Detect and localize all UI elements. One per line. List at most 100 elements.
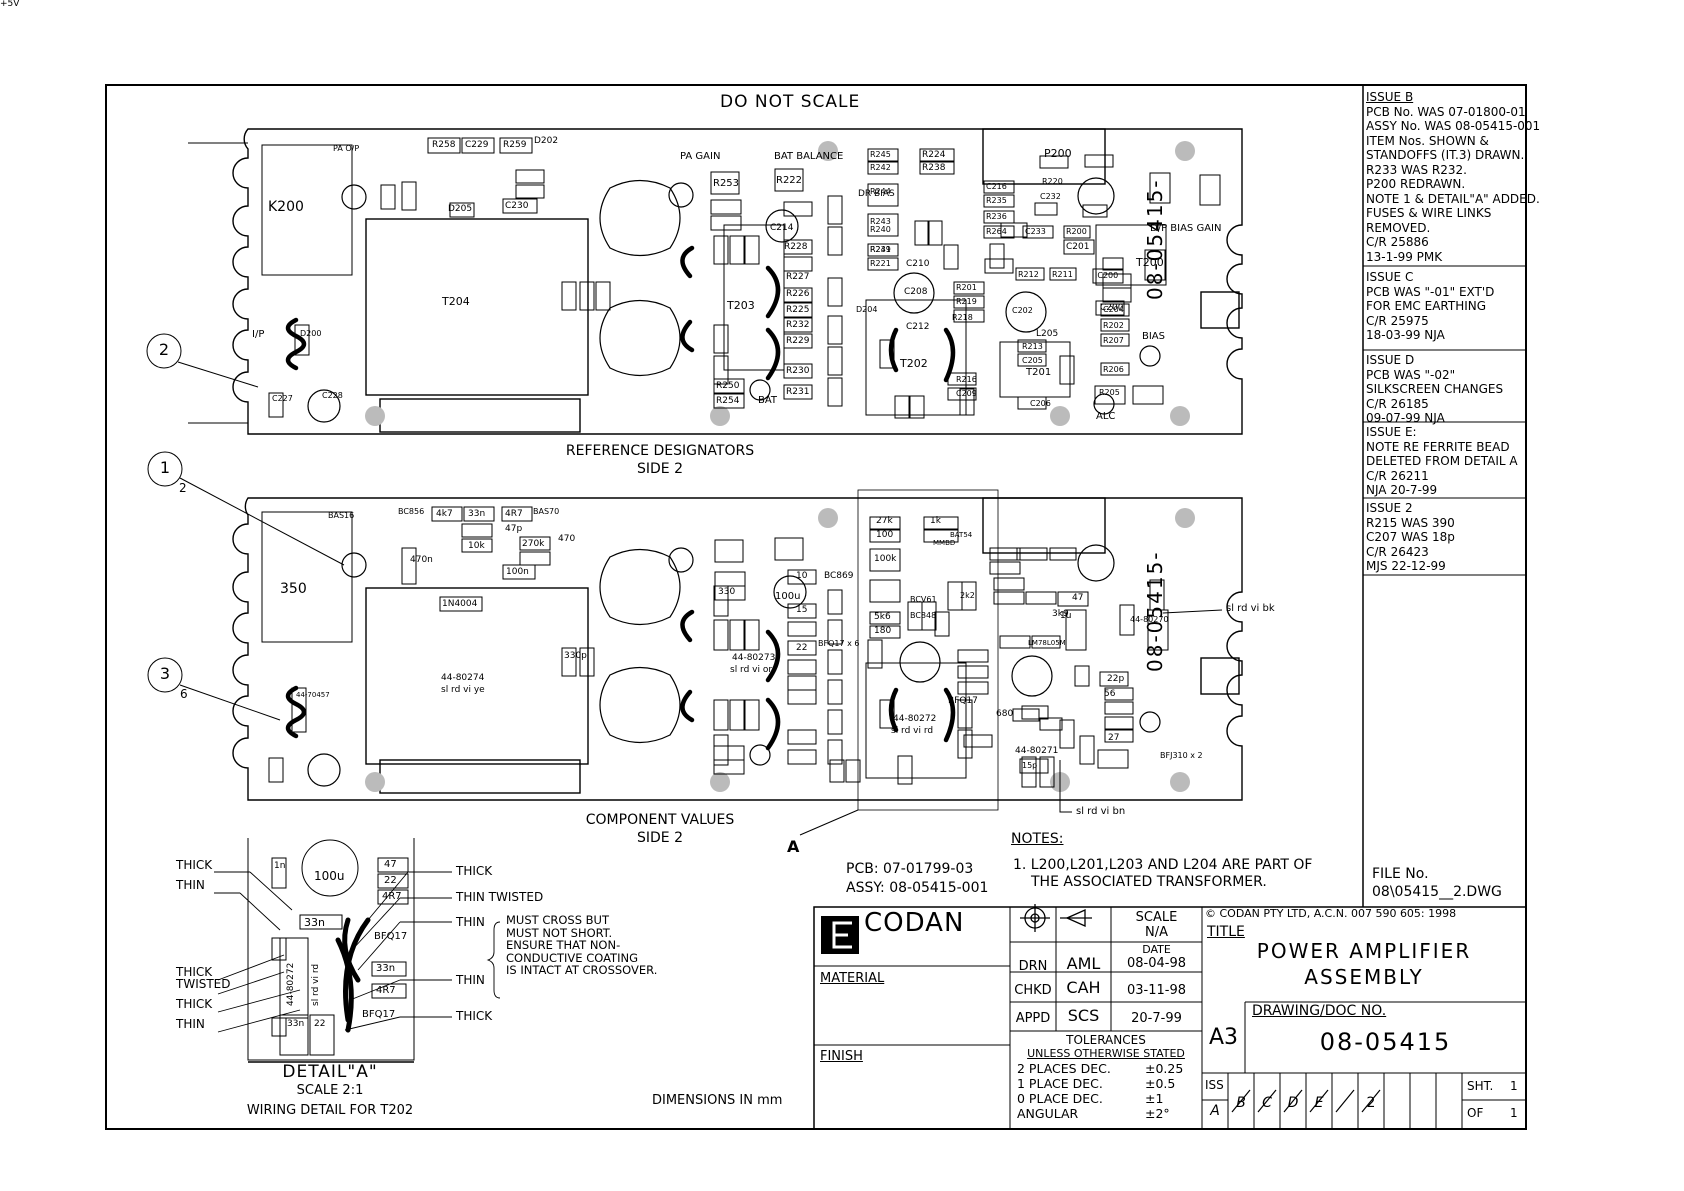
side-doc-number-top: 08-05415- [1143,178,1167,300]
tol-row-value: ±0.5 [1145,1076,1176,1091]
silkscreen-label: R218 [952,313,973,322]
revision-issue-c: ISSUE C PCB WAS "-01" EXT'D FOR EMC EART… [1366,270,1494,343]
issue-cell-current: 2 [1366,1095,1376,1111]
detail-a-marker: A [787,837,800,856]
detail-wire-label-left: THIN [176,878,205,892]
silkscreen-label: T202 [900,357,928,370]
silkscreen-label: R250 [716,381,740,391]
silkscreen-label: PA O/P [333,144,360,153]
revision-line: C/R 25975 [1366,313,1429,328]
detail-part-label: BFQ17 [362,1009,396,1020]
bottom-view-caption-line2: SIDE 2 [637,830,683,846]
revision-line: NOTE 1 & DETAIL"A" ADDED. [1366,191,1540,206]
component-value-label: 10k [468,541,485,551]
drawing-title-line2: ASSEMBLY [1304,965,1424,989]
revision-line: C/R 26423 [1366,544,1429,559]
silkscreen-label: IC200 [1095,271,1119,280]
silkscreen-label: R213 [1022,342,1043,351]
chkd-label: CHKD [1014,983,1052,998]
silkscreen-label: R207 [1103,336,1124,345]
revision-line: MJS 22-12-99 [1366,559,1446,573]
silkscreen-label: R228 [784,242,808,252]
detail-wire-label-right: THIN [456,973,485,987]
silkscreen-label: R220 [1042,177,1063,186]
component-value-label: MMBD [933,539,956,547]
detail-a-note-line: CONDUCTIVE COATING [506,950,638,965]
silkscreen-label: R226 [786,289,810,299]
component-value-label: 22 [796,643,808,653]
sheet-size: A3 [1208,1025,1239,1050]
silkscreen-label: R206 [1103,365,1124,374]
silkscreen-label: C212 [906,322,930,332]
balloon-1: 1 [159,458,171,477]
silkscreen-label: PA GAIN [680,151,721,162]
component-value-label: 44-80274 [441,673,485,683]
silkscreen-label: C228 [322,391,343,400]
component-value-label: 100u [775,591,801,602]
component-value-label: 330p [564,651,587,661]
tol-row-label: 0 PLACE DEC. [1017,1091,1103,1106]
component-value-label: 180 [874,626,892,636]
pcb-top-windings [285,245,956,383]
detail-a-note-line: ENSURE THAT NON- [506,938,621,952]
silkscreen-label: C210 [906,259,930,269]
detail-a-note: MUST CROSS BUT MUST NOT SHORT. ENSURE TH… [506,914,657,977]
silkscreen-label: C206 [1030,399,1051,408]
component-value-label: BC848 [910,611,937,620]
silkscreen-label: BAT [758,395,778,406]
revision-line: PCB WAS "-01" EXT'D [1366,284,1495,299]
revision-line: FUSES & WIRE LINKS [1366,206,1492,220]
copyright-line: © CODAN PTY LTD, A.C.N. 007 590 605: 199… [1205,907,1457,920]
component-value-label: sl rd vi ye [441,685,485,695]
balloon-3: 3 [159,664,171,683]
silkscreen-label: C204 [1103,305,1124,314]
component-value-label: 680 [996,709,1014,719]
silkscreen-label: C232 [1040,192,1061,201]
detail-a-windings [335,917,371,1033]
detail-part-label: 44-80272 [286,962,296,1006]
silkscreen-label: R221 [870,259,891,268]
component-value-label: 44-80270 [1130,615,1169,624]
silkscreen-label: R245 [870,150,891,159]
component-value-label: 47 [1072,593,1084,603]
component-value-label: BFQ17 x 6 [818,639,860,648]
detail-a-outline [247,838,415,1063]
file-no-label: FILE No. [1372,866,1429,882]
revision-line: NJA 20-7-99 [1366,483,1438,497]
component-value-label: 44-80273 [732,653,776,663]
component-value-label: 44-80271 [1015,746,1059,756]
revision-heading: ISSUE B [1366,90,1414,104]
silkscreen-label: C214 [770,223,794,233]
silkscreen-label: C233 [1025,227,1046,236]
assy-number: ASSY: 08-05415-001 [846,880,989,896]
projection-symbol [1020,904,1092,932]
component-value-label: 27k [876,516,893,526]
revision-line: PCB WAS "-02" [1366,367,1456,382]
silkscreen-label: R212 [1018,270,1039,279]
silkscreen-label: C208 [904,287,928,297]
drn-label: DRN [1018,959,1048,974]
silkscreen-label: R225 [786,305,810,315]
revision-line: R215 WAS 390 [1366,515,1455,530]
tolerances-heading: TOLERANCES [1066,1033,1146,1047]
title-label: TITLE [1207,924,1245,940]
component-value-label: BAS16 [328,511,355,520]
tol-row-value: ±0.25 [1145,1061,1184,1076]
detail-a-scale: SCALE 2:1 [296,1083,364,1098]
file-no-value: 08\05415__2.DWG [1372,884,1502,900]
silkscreen-label: C209 [956,389,977,398]
silkscreen-label: BIAS [1142,331,1165,342]
component-value-label: sl rd vi or [730,665,773,675]
dimensions-note: DIMENSIONS IN mm [652,1093,783,1108]
revision-line: PCB No. WAS 07-01800-01 [1366,104,1526,119]
component-value-label: 15p [1022,761,1038,770]
revision-line: STANDOFFS (IT.3) DRAWN. [1366,148,1525,162]
revision-line: 13-1-99 PMK [1366,249,1443,264]
detail-part-label: 22 [314,1019,326,1029]
silkscreen-label: R227 [786,272,810,282]
silkscreen-label: R230 [786,366,810,376]
silkscreen-label: R202 [1103,321,1124,330]
silkscreen-label: R216 [956,375,977,384]
revision-line: ASSY No. WAS 08-05415-001 [1366,119,1541,133]
side-doc-number-bottom: 08-05415- [1143,550,1167,672]
